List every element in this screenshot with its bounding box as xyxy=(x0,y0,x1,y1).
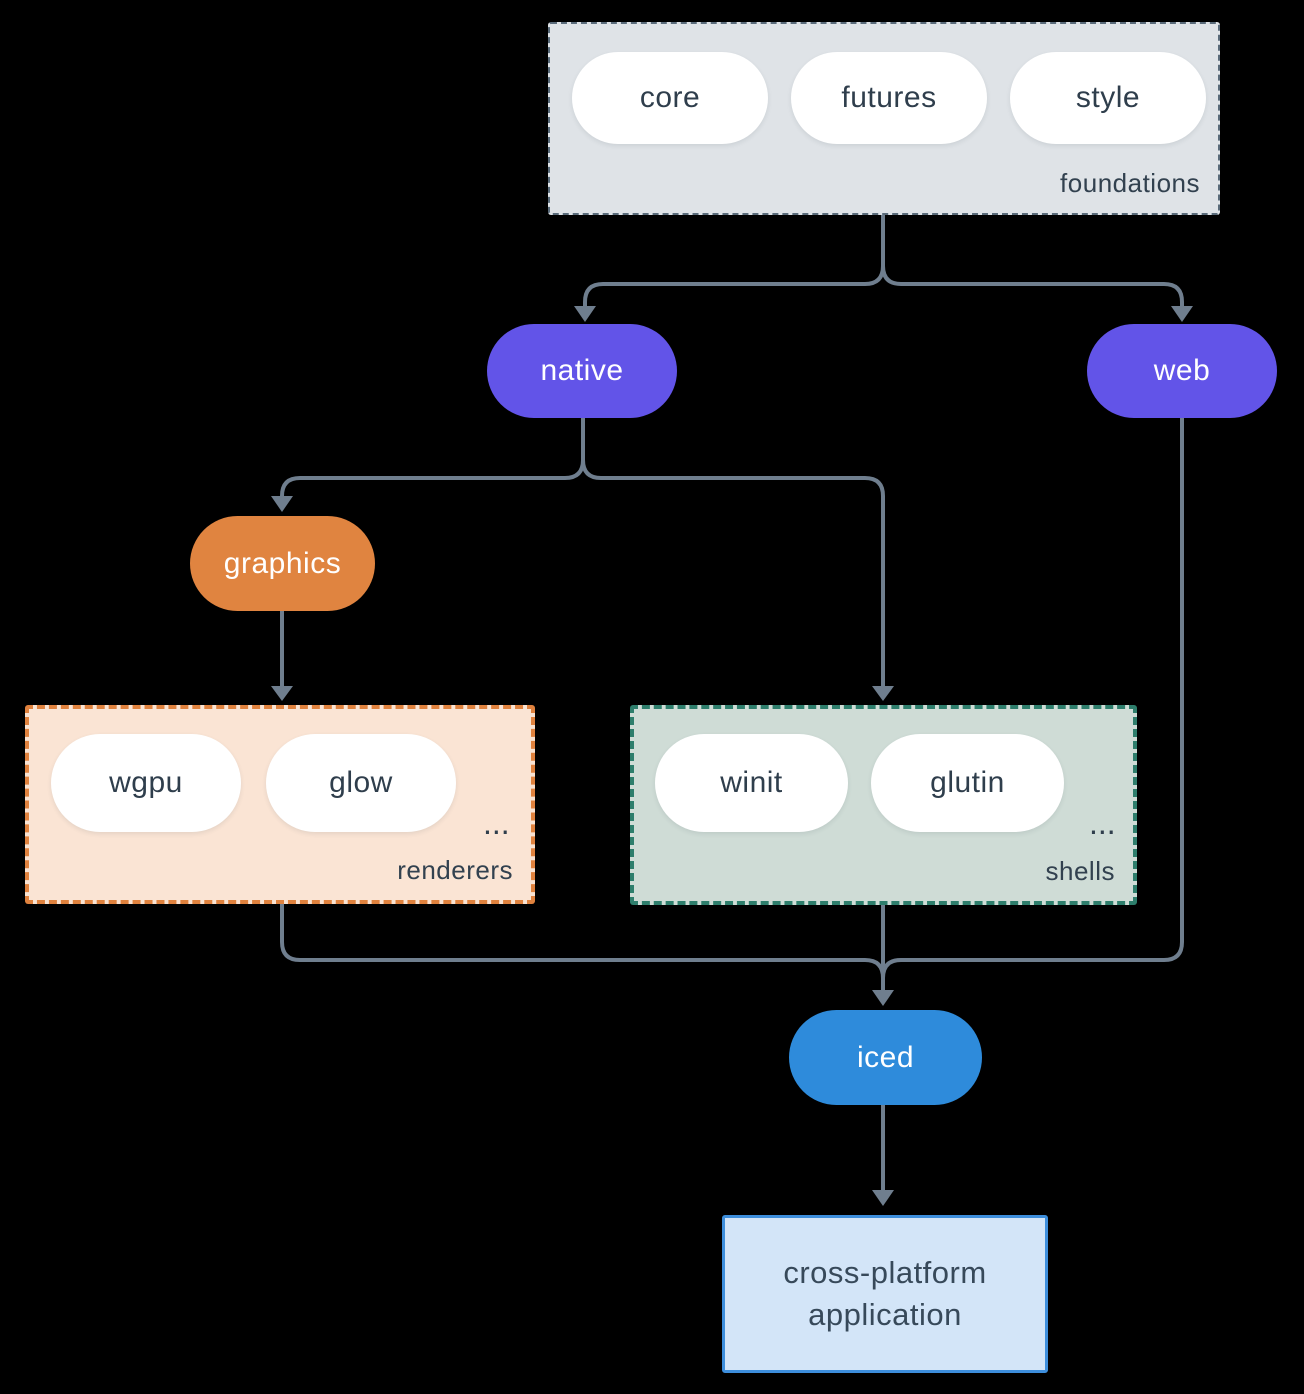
node-glutin: glutin xyxy=(871,734,1064,832)
arrowhead-application xyxy=(872,1190,894,1206)
arrowhead-iced xyxy=(872,990,894,1006)
arrowhead-graphics xyxy=(271,496,293,512)
edge-native-shells xyxy=(581,418,885,686)
arrowhead-shells xyxy=(872,686,894,701)
shells-group-label: shells xyxy=(1045,856,1115,886)
node-web: web xyxy=(1087,324,1277,418)
edge-foundations-web xyxy=(881,215,1184,307)
node-glow: glow xyxy=(266,734,456,832)
cross-platform-application-box: cross-platform application xyxy=(722,1215,1048,1373)
node-graphics: graphics xyxy=(190,516,375,611)
arrowhead-renderers xyxy=(271,686,293,701)
arrowhead-native xyxy=(574,306,596,322)
shells-ellipsis: ... xyxy=(1089,805,1116,841)
node-native: native xyxy=(487,324,677,418)
application-label-line2: application xyxy=(808,1297,962,1332)
node-winit: winit xyxy=(655,734,848,832)
edge-foundations-native xyxy=(583,215,885,307)
edge-renderers-iced xyxy=(280,903,885,979)
edge-native-graphics xyxy=(280,418,585,497)
renderers-ellipsis: ... xyxy=(483,804,510,841)
arrowhead-web xyxy=(1171,306,1193,322)
foundations-group: core futures style foundations xyxy=(548,22,1220,215)
shells-group: winit glutin ... shells xyxy=(630,705,1137,905)
renderers-group: wgpu glow ... renderers xyxy=(25,705,535,904)
foundations-group-label: foundations xyxy=(1060,168,1200,198)
node-style: style xyxy=(1010,52,1206,144)
application-label-line1: cross-platform xyxy=(783,1255,987,1290)
node-core: core xyxy=(572,52,768,144)
node-wgpu: wgpu xyxy=(51,734,241,832)
node-iced: iced xyxy=(789,1010,982,1105)
renderers-group-label: renderers xyxy=(397,855,513,885)
node-futures: futures xyxy=(791,52,987,144)
